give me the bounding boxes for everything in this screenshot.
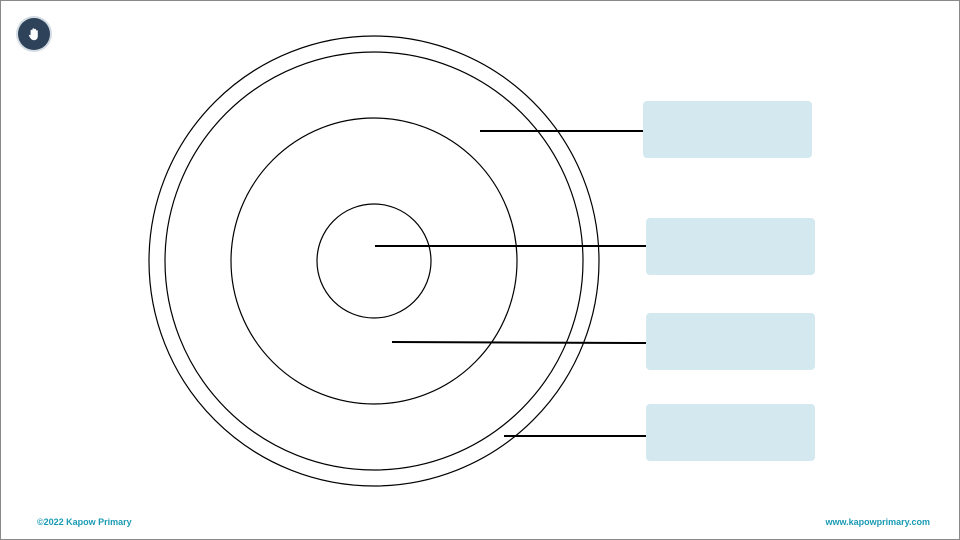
website-link[interactable]: www.kapowprimary.com (825, 517, 930, 527)
label-box-1[interactable] (643, 101, 812, 158)
hand-icon (28, 28, 38, 41)
label-box-2[interactable] (646, 218, 815, 275)
label-box-4[interactable] (646, 404, 815, 461)
outer-ring (148, 35, 600, 487)
core-circle (316, 203, 432, 319)
label-box-3[interactable] (646, 313, 815, 370)
hand-tool-button[interactable] (18, 18, 50, 50)
second-ring (164, 51, 584, 471)
copyright-text: ©2022 Kapow Primary (37, 517, 132, 527)
middle-ring (230, 117, 518, 405)
pointer-line-3 (391, 341, 648, 344)
